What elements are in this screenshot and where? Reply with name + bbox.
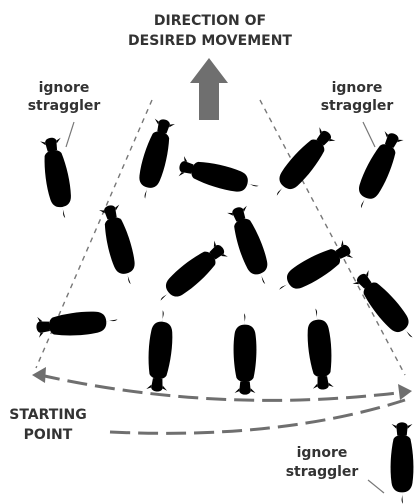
starting-point-label-2: POINT: [24, 427, 73, 443]
straggler-pointer-right: [363, 122, 375, 147]
straggler-label-right-1: ignore: [332, 80, 383, 96]
cow-icon: [177, 155, 262, 198]
straggler-label-right-2: straggler: [321, 98, 394, 114]
cow-icon: [391, 422, 414, 503]
curved-double-arrow-icon: [32, 367, 412, 433]
cow-icon: [153, 239, 230, 309]
up-arrow-icon: [190, 58, 228, 120]
title-line-1: DIRECTION OF: [154, 13, 266, 29]
cow-icon: [39, 136, 76, 220]
right-boundary-line: [260, 100, 405, 375]
straggler-pointer-bottom: [368, 480, 384, 493]
cow-icon: [267, 125, 337, 202]
title-line-2: DESIRED MOVEMENT: [128, 33, 292, 49]
cow-icon: [273, 238, 355, 299]
straggler-label-bottom-2: straggler: [286, 464, 359, 480]
cow-icon: [350, 129, 405, 212]
cow-icon: [226, 204, 275, 288]
cow-icon: [98, 203, 141, 288]
straggler-label-left-2: straggler: [28, 98, 101, 114]
cow-icon: [35, 309, 118, 339]
straggler-label-left-1: ignore: [39, 80, 90, 96]
cow-icon: [234, 313, 257, 394]
cow-icon: [145, 309, 175, 392]
straggler-label-bottom-1: ignore: [297, 445, 348, 461]
cow-icon: [305, 307, 335, 390]
straggler-pointer-left: [66, 122, 74, 147]
starting-point-label-1: STARTING: [9, 407, 87, 423]
